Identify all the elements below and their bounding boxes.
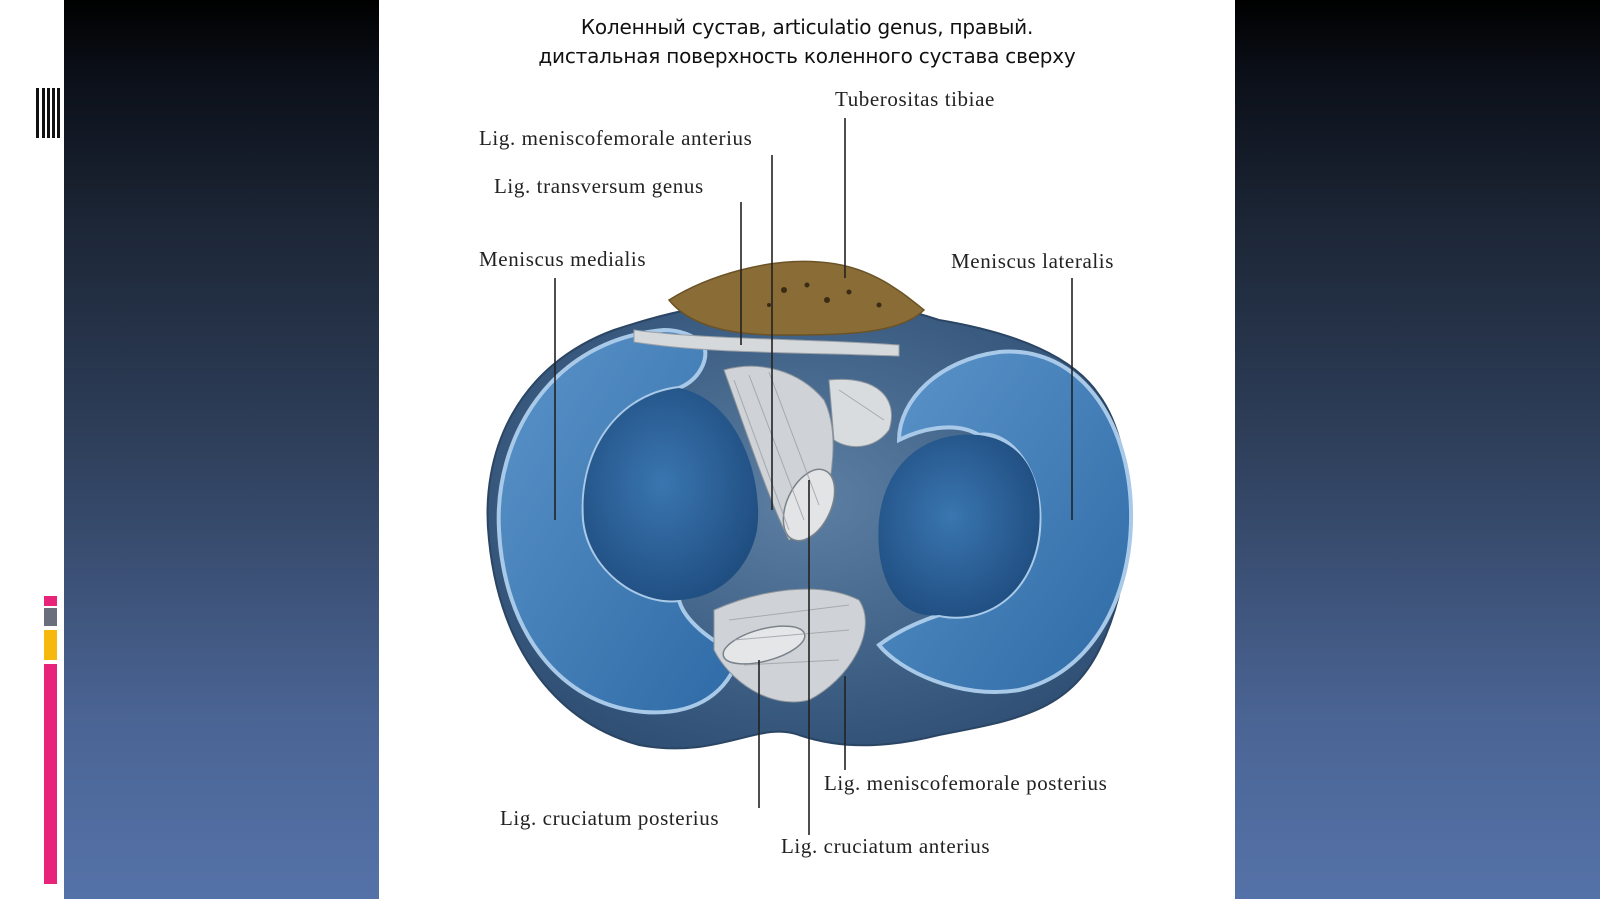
left-decor-strip [0,0,64,899]
label-meniscus-medialis: Meniscus medialis [479,247,646,271]
accent-yellow [44,630,57,660]
tuberosity-pores [767,282,882,308]
label-lig-cruciatum-anterius: Lig. cruciatum anterius [781,834,990,858]
accent-gray [44,608,57,626]
accent-pink-long [44,664,57,884]
label-lig-meniscofemorale-anterius: Lig. meniscofemorale anterius [479,126,752,150]
lateral-cartilage [878,434,1040,617]
title-line-1: Коленный сустав, articulatio genus, прав… [580,15,1034,39]
label-lig-transversum-genus: Lig. transversum genus [494,174,704,198]
figure-panel: Коленный сустав, articulatio genus, прав… [379,0,1235,899]
barcode-decoration [36,88,62,138]
label-meniscus-lateralis: Meniscus lateralis [951,249,1114,273]
title-line-2: дистальная поверхность коленного сустава… [538,44,1076,68]
ligament-fibers [728,371,885,666]
meniscus-medialis-shape [496,327,742,715]
label-lig-cruciatum-posterius: Lig. cruciatum posterius [500,806,719,830]
knee-joint-diagram: Tuberositas tibiae Lig. meniscofemorale … [479,87,1134,858]
accent-pink-top [44,596,57,606]
label-tuberositas-tibiae: Tuberositas tibiae [835,87,995,111]
leader-lines [554,118,1073,835]
label-lig-meniscofemorale-posterius: Lig. meniscofemorale posterius [824,771,1107,795]
ligament-lateral-bundle [828,378,892,448]
medial-cartilage [583,388,759,601]
meniscus-lateralis-shape [876,349,1134,694]
tuberositas-tibiae-shape [667,260,926,336]
lig-transversum-genus-shape [633,329,900,357]
